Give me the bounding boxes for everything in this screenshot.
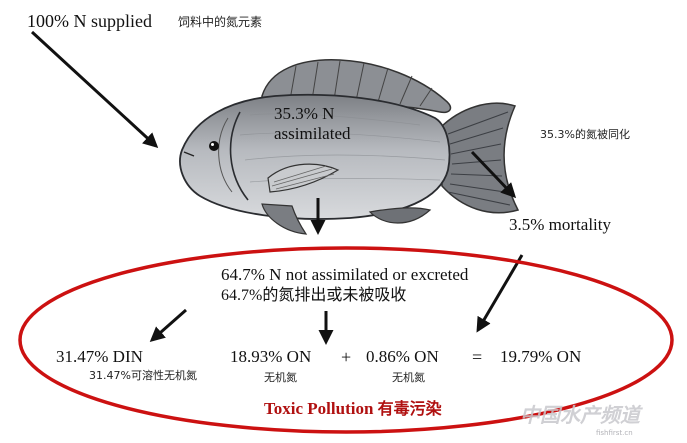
pollution-label-cn: 有毒污染	[377, 399, 442, 418]
arrow-supply-to-fish	[30, 30, 159, 149]
din-cn: 31.47%可溶性无机氮	[89, 369, 197, 382]
on1-value: 18.93% ON	[230, 347, 312, 366]
total-value: 19.79% ON	[500, 347, 582, 366]
supply-label-cn: 饲料中的氮元素	[178, 15, 263, 29]
fish-gill	[229, 111, 249, 201]
arrow-mortality-to-total	[476, 254, 524, 333]
arrow-to-din	[149, 308, 187, 342]
excreted-line2: 64.7%的氮排出或未被吸收	[221, 287, 407, 304]
pollution-label: Toxic Pollution 有毒污染	[264, 400, 442, 417]
assimilated-line1: 35.3% N	[274, 104, 335, 123]
assimilated-cn: 35.3%的氮被同化	[540, 128, 630, 141]
watermark-text: 中国水产频道	[520, 403, 640, 427]
fish-pectoral-fin	[267, 163, 340, 193]
fish-pelvic-fin	[261, 203, 308, 235]
fish-anal-fin	[368, 207, 432, 224]
mortality-label: 3.5% mortality	[509, 215, 611, 234]
on2-cn: 无机氮	[392, 371, 425, 384]
on1-cn: 无机氮	[264, 371, 297, 384]
fish-eye	[209, 141, 219, 151]
arrow-tail-to-mortality	[470, 150, 517, 199]
equals-sign: =	[472, 347, 483, 367]
watermark-sub: fishfirst.cn	[596, 429, 633, 437]
excreted-line1: 64.7% N not assimilated or excreted	[221, 265, 469, 284]
pollution-label-en: Toxic Pollution	[264, 399, 374, 418]
din-value: 31.47% DIN	[56, 347, 143, 366]
watermark-logo: 中国水产频道	[520, 405, 640, 425]
fish-illustration	[179, 59, 520, 235]
on2-value: 0.86% ON	[366, 347, 439, 366]
fish-body	[179, 93, 451, 220]
plus-sign: +	[341, 347, 352, 367]
assimilated-line2: assimilated	[274, 124, 351, 143]
supply-label: 100% N supplied	[27, 11, 152, 31]
pollution-ellipse	[18, 246, 674, 434]
